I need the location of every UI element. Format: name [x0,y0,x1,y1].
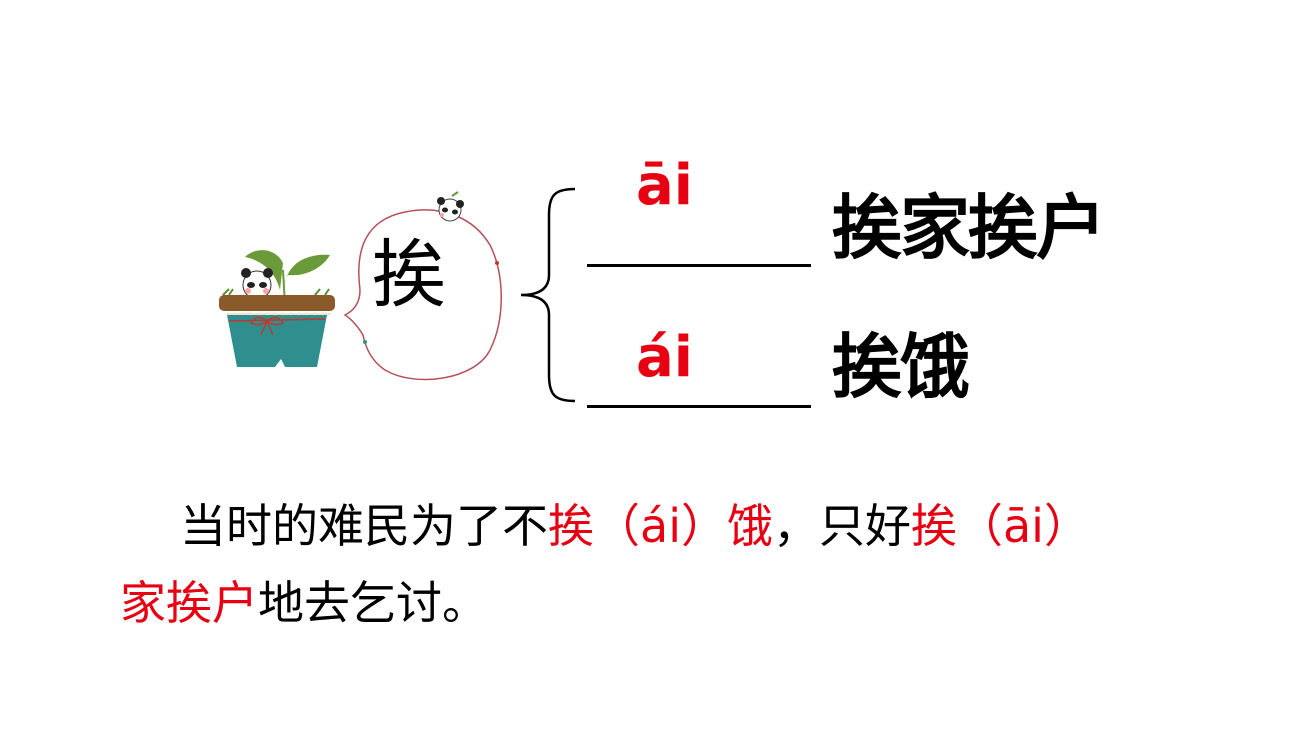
sentence-segment: ，只好 [772,499,911,553]
sentence-highlight: 家挨户 [120,576,258,630]
main-character: 挨 [372,232,446,318]
sentence-segment: 当时的难民为了不 [180,499,548,553]
answer-blank-1 [587,264,811,267]
example-sentence: 当时的难民为了不挨（ái）饿，只好挨（āi） 家挨户地去乞讨。 [120,488,1170,642]
sentence-highlight: 挨（āi） [910,499,1090,553]
panda-icon [437,191,464,222]
word-example-1: 挨家挨户 [832,187,1106,269]
sentence-segment: 地去乞讨。 [258,576,488,630]
speech-bubble-icon [343,209,502,381]
plant-pot-illustration [215,190,515,390]
curly-brace-icon [520,187,576,403]
answer-blank-2 [587,405,811,408]
sentence-highlight: 挨（ái）饿 [548,499,773,553]
pinyin-reading-1: āi [636,153,693,218]
sentence-line-2: 家挨户地去乞讨。 [120,565,1170,642]
word-example-2: 挨饿 [832,326,970,408]
pinyin-reading-2: ái [636,325,693,390]
sentence-line-1: 当时的难民为了不挨（ái）饿，只好挨（āi） [120,488,1170,565]
plant-pot-icon [219,250,335,367]
